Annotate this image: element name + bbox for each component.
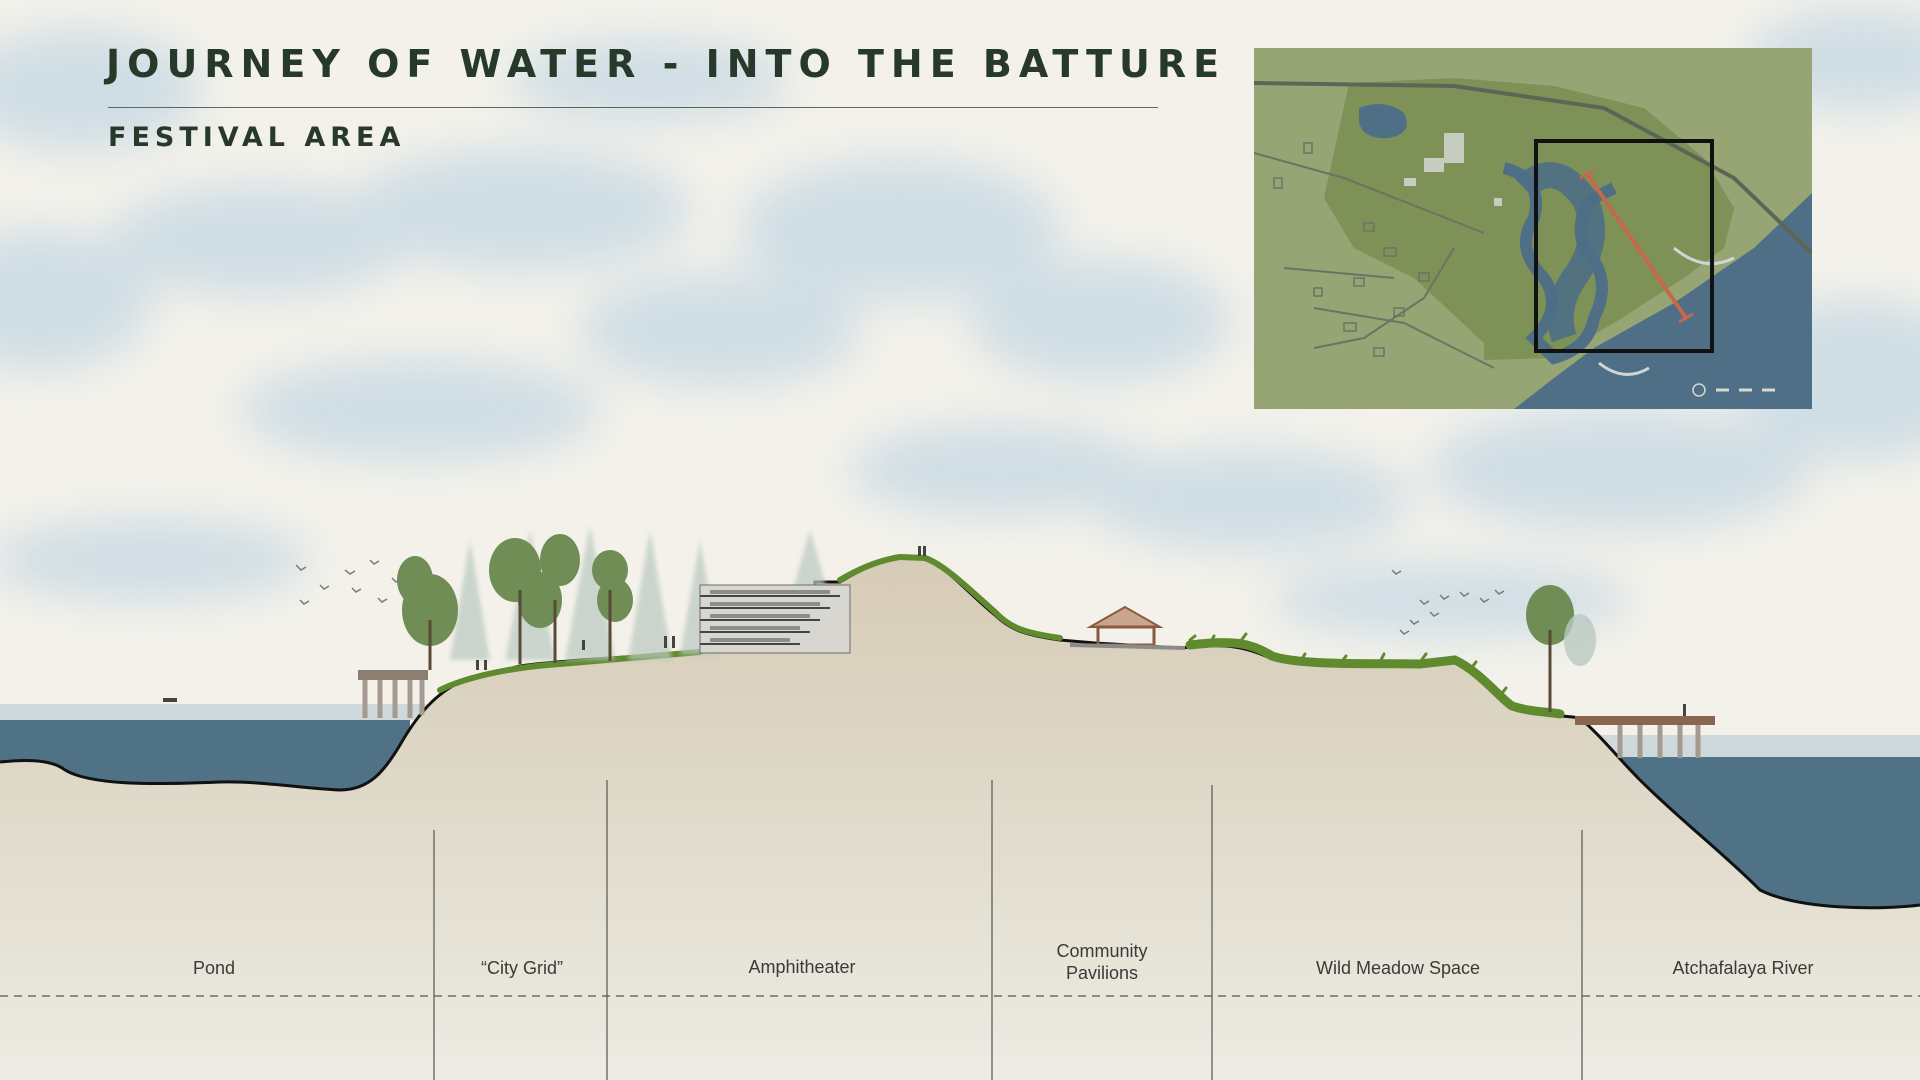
page-subtitle: FESTIVAL AREA	[108, 122, 406, 153]
zone-dividers	[433, 780, 1583, 1080]
people-figures	[163, 546, 1686, 716]
zone-label-community-pavilions: Community Pavilions	[1056, 941, 1148, 983]
bird-flock-left	[295, 559, 402, 605]
page-title: JOURNEY OF WATER - INTO THE BATTURE	[106, 42, 1227, 86]
zone-label-atchafalaya-river: Atchafalaya River	[1672, 958, 1814, 978]
community-pavilion	[1069, 605, 1186, 650]
title-divider	[108, 107, 1158, 108]
zone-label-amphitheater: Amphitheater	[748, 957, 856, 977]
river-pier	[1575, 716, 1715, 758]
zone-label-pond: Pond	[192, 958, 236, 978]
site-plan-key-map	[1254, 48, 1812, 409]
ground-profile	[0, 558, 1920, 1080]
bird-flock-right	[1391, 569, 1505, 635]
zone-label-wild-meadow: Wild Meadow Space	[1315, 958, 1481, 978]
pond-pier	[358, 670, 428, 718]
selected-site-box	[1534, 139, 1714, 353]
forest-trees	[397, 525, 1596, 712]
grass-cover	[437, 553, 1565, 719]
amphitheater-seating	[699, 584, 851, 654]
zone-label-city-grid: “City Grid”	[481, 958, 563, 978]
